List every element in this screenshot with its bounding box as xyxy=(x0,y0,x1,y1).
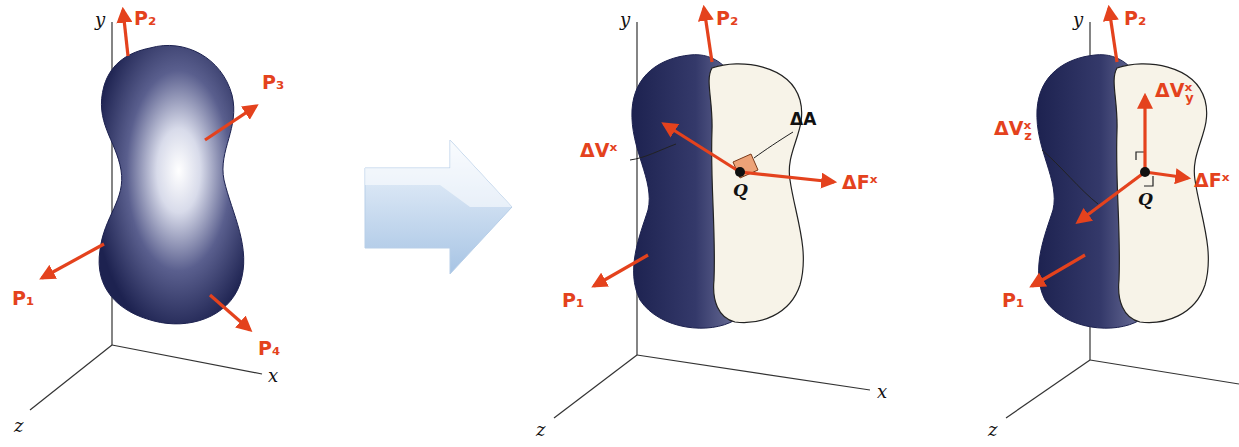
force-label: P₂ xyxy=(1124,8,1146,29)
sectioned-body xyxy=(632,55,803,329)
point-q xyxy=(735,167,745,177)
leader-line xyxy=(754,132,793,158)
force-label: ΔFˣ xyxy=(842,172,878,193)
axis-label: y xyxy=(620,10,630,30)
loaded-body xyxy=(99,45,244,323)
force-arrows xyxy=(42,10,256,330)
force-label: P₁ xyxy=(562,290,584,311)
axis-label: y xyxy=(95,10,105,30)
force-label: P₁ xyxy=(12,288,34,309)
point-label: Q xyxy=(733,181,748,200)
point-q xyxy=(1140,167,1150,177)
axis-label: z xyxy=(988,420,997,440)
leader-line xyxy=(1042,150,1098,204)
force-arrows xyxy=(594,8,834,286)
force-label: P₁ xyxy=(1002,290,1024,311)
force-arrows xyxy=(1032,8,1188,286)
force-label: P₂ xyxy=(134,8,156,29)
axis-label: x xyxy=(877,382,887,402)
transition-arrow xyxy=(365,140,512,274)
force-label: P₄ xyxy=(258,338,280,359)
subscript: y xyxy=(1185,91,1193,105)
axis-label: z xyxy=(14,416,23,436)
coordinate-axes xyxy=(30,22,1239,418)
subscript: z xyxy=(1024,129,1032,143)
force-label: P₂ xyxy=(716,8,738,29)
axis-label: z xyxy=(536,420,545,440)
area-label: ΔA xyxy=(790,110,816,129)
axis-label: x xyxy=(268,366,278,386)
force-label: ΔFˣ xyxy=(1194,170,1230,191)
point-label: Q xyxy=(1138,190,1153,209)
force-label: P₃ xyxy=(262,72,284,93)
axis-label: y xyxy=(1073,10,1083,30)
leader-line xyxy=(630,144,676,160)
force-label: ΔVˣ xyxy=(580,140,617,161)
sectioned-body xyxy=(1037,55,1208,329)
